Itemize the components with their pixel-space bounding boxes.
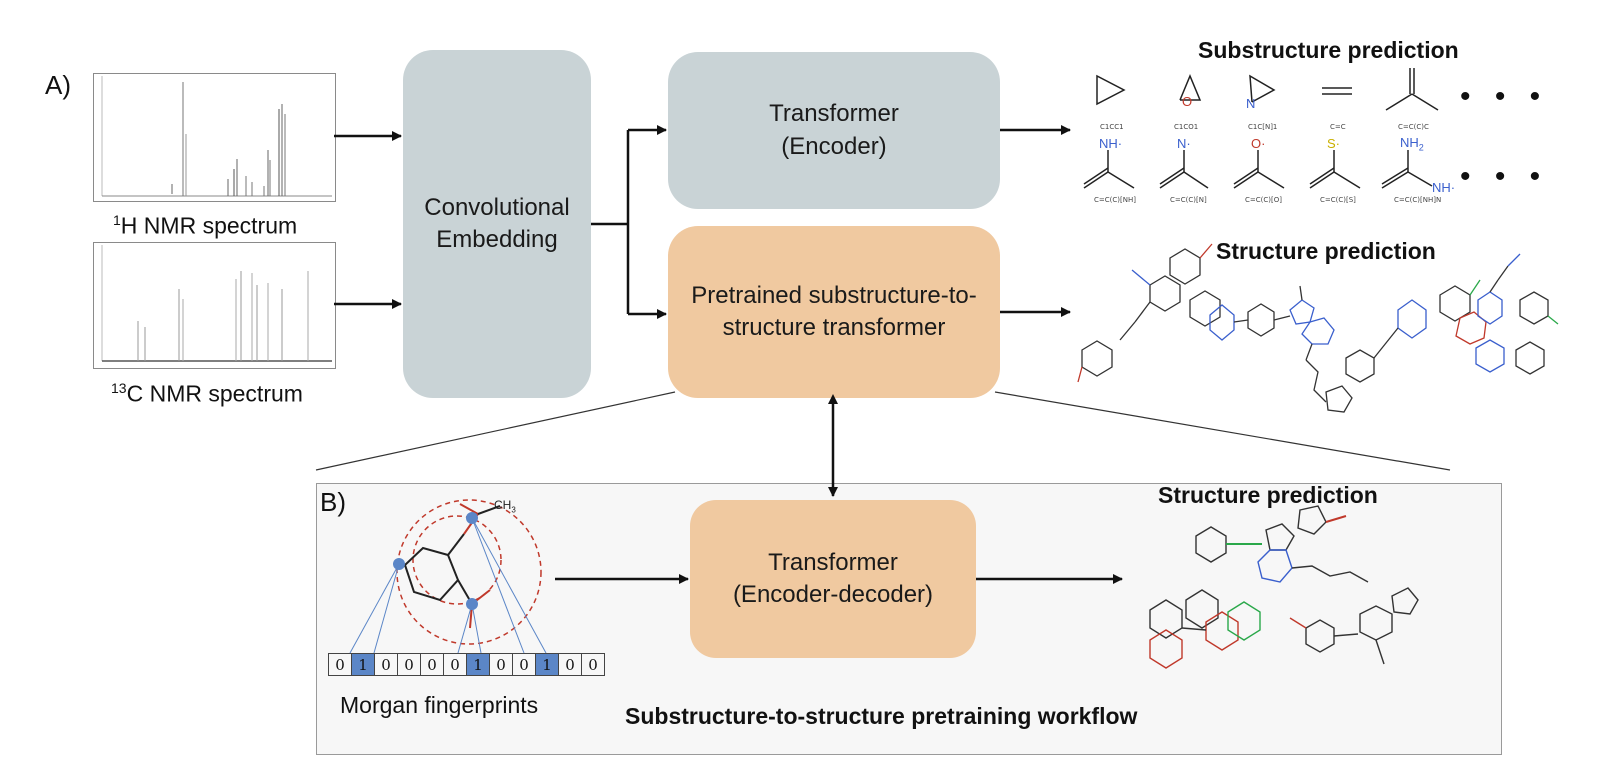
panel-b-label: B) xyxy=(320,487,346,517)
atom-label: S· xyxy=(1327,136,1340,151)
substructure-label: C1C[N]1 xyxy=(1248,123,1278,131)
zoom-line-right xyxy=(994,391,1451,471)
alkene-icon xyxy=(1322,87,1352,95)
fingerprint-bit: 0 xyxy=(421,654,444,675)
pretraining-workflow-title: Substructure-to-structure pretraining wo… xyxy=(625,703,1138,729)
c-nmr-spectrum-plot xyxy=(93,242,336,369)
fingerprint-bit: 0 xyxy=(513,654,536,675)
fingerprint-bit-on: 1 xyxy=(467,654,490,675)
predicted-structure-2-icon xyxy=(1209,285,1353,413)
substructure-label: C=C(C)[NH]N xyxy=(1394,196,1442,204)
substructure-label: C=C(C)[S] xyxy=(1320,196,1356,204)
atom-label: NH2 xyxy=(1400,135,1424,153)
substructure-label: C1CO1 xyxy=(1174,123,1199,131)
atom-label: N xyxy=(1246,96,1256,111)
substructure-prediction-title: Substructure prediction xyxy=(1198,37,1459,63)
enamine-icon xyxy=(1083,150,1135,189)
structure-prediction-title: Structure prediction xyxy=(1216,238,1436,264)
pretrained-substructure-to-structure-box: Pretrained substructure-to-structure tra… xyxy=(668,226,1000,398)
morgan-fingerprints-caption: Morgan fingerprints xyxy=(340,692,539,718)
fingerprint-bit: 0 xyxy=(490,654,513,675)
predicted-structure-1-icon xyxy=(1077,243,1221,383)
atom-label: NH· xyxy=(1099,136,1123,151)
c-nmr-peaks xyxy=(101,245,332,362)
atom-label: O xyxy=(1182,94,1193,109)
substructure-label: C=C xyxy=(1330,123,1346,131)
thioenol-icon xyxy=(1309,150,1361,189)
substructure-label: C1CC1 xyxy=(1100,123,1124,131)
fingerprint-bit-on: 1 xyxy=(352,654,375,675)
isobutylene-icon xyxy=(1385,68,1439,111)
cyclopropane-icon xyxy=(1096,74,1126,106)
zoom-line-left xyxy=(315,391,676,471)
fingerprint-bit: 0 xyxy=(444,654,467,675)
atom-label: N· xyxy=(1177,136,1191,151)
atom-label: O· xyxy=(1251,136,1266,151)
fingerprint-bit: 0 xyxy=(588,655,598,674)
ch3-label: CH3 xyxy=(494,498,516,515)
fingerprint-bit: 0 xyxy=(398,654,421,675)
panel-a-label: A) xyxy=(45,70,71,100)
more-substructures-ellipsis: • • • xyxy=(1460,80,1549,113)
fingerprint-bit: 0 xyxy=(375,654,398,675)
transformer-encoder-decoder-box: Transformer(Encoder-decoder) xyxy=(690,500,976,658)
substructure-label: C=C(C)[O] xyxy=(1245,196,1282,204)
enol-icon xyxy=(1233,150,1285,189)
atom-label: NH· xyxy=(1432,180,1456,195)
imine-icon xyxy=(1159,150,1209,189)
h-nmr-peaks xyxy=(101,76,332,197)
c-nmr-caption: 13C NMR spectrum xyxy=(111,380,303,407)
substructure-label: C=C(C)[N] xyxy=(1170,196,1207,204)
transformer-encoder-box: Transformer(Encoder) xyxy=(668,52,1000,209)
fingerprint-bit: 0 xyxy=(329,654,352,675)
fingerprint-bit-on: 1 xyxy=(536,654,559,675)
h-nmr-caption: 1H NMR spectrum xyxy=(113,212,298,239)
morgan-fingerprint-bitvector: 0 1 0 0 0 0 1 0 0 1 0 0 xyxy=(328,653,605,676)
substructure-label: C=C(C)[NH] xyxy=(1094,196,1136,204)
predicted-structure-4-icon xyxy=(1475,253,1559,375)
panel-b-structure-prediction-title: Structure prediction xyxy=(1158,482,1378,508)
predicted-structure-3-icon xyxy=(1345,279,1487,383)
substructure-label: C=C(C)C xyxy=(1398,123,1429,131)
fingerprint-bit: 0 xyxy=(559,654,582,675)
h-nmr-spectrum-plot xyxy=(93,73,336,202)
more-substructures-ellipsis: • • • xyxy=(1460,160,1549,193)
amidine-icon xyxy=(1381,150,1433,189)
